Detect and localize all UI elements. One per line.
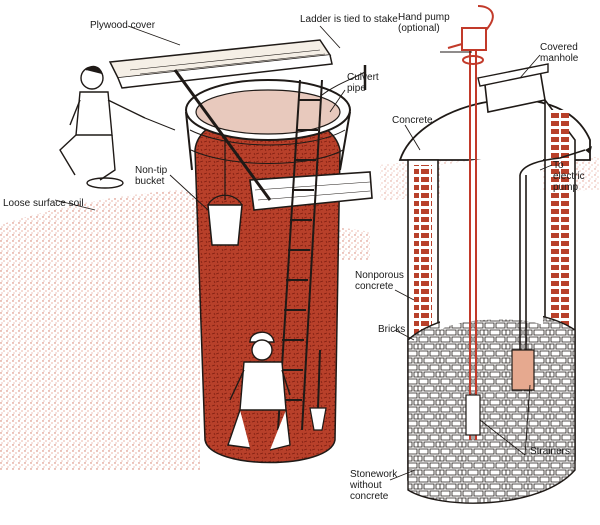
electric-pipe [519,149,586,350]
label-hand-pump: Hand pump (optional) [398,12,450,34]
label-to-electric-pump: To electric pump [553,160,585,193]
label-nonporous-concrete: Nonporous concrete [355,270,404,292]
label-plywood-cover: Plywood cover [90,20,156,31]
dig-scene [0,39,373,470]
label-non-tip-bucket: Non-tip bucket [135,165,168,187]
label-loose-soil: Loose surface soil [3,198,84,209]
finished-well [380,5,600,504]
stonework [407,311,576,504]
bricks-right [551,110,569,340]
label-concrete: Concrete [392,115,433,126]
label-covered-manhole: Covered manhole [540,42,579,64]
worker-bottom [227,331,291,451]
strainer-right [511,349,535,391]
ladder [277,79,323,431]
strainer-left [465,394,481,436]
hand-pump [447,5,494,440]
label-stonework: Stonework without concrete [350,469,398,502]
leader-lines [54,25,553,481]
surface-soil [0,190,200,470]
label-bricks: Bricks [378,324,406,335]
label-culvert-pipe: Culvert pipe [347,72,379,94]
worker-top [59,65,146,189]
bucket [207,204,243,246]
label-ladder-tied: Ladder is tied to stake [300,14,398,25]
label-strainers: Strainers [530,446,571,457]
